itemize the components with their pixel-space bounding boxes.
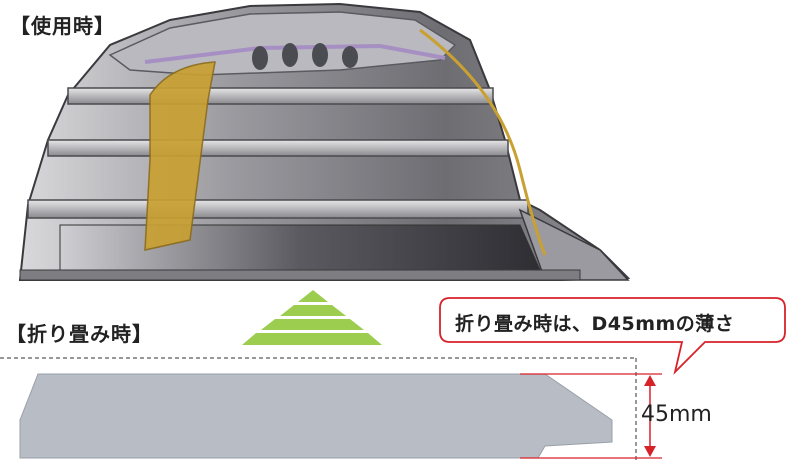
helmet-base [19,269,581,281]
label-in-use: 【使用時】 [10,14,115,38]
dim-arrow-up [644,375,656,386]
label-folded: 【折り畳み時】 [6,322,153,346]
helmet-interior [59,224,541,271]
dimension-label: 45mm [641,402,712,427]
helmet-folded [19,373,613,459]
callout-text: 折り畳み時は、D45mmの薄さ [455,313,735,335]
helmet-brim [518,208,630,281]
helmet-strap-side [419,28,547,256]
fold-arrow [242,290,382,345]
helmet-band-2 [47,139,509,157]
callout-bubble [439,297,786,375]
helmet-in-use [18,2,631,281]
helmet-band-1 [67,87,494,105]
dim-arrow-down [644,446,656,457]
helmet-strap-front [144,61,216,251]
helmet-vents [252,43,358,70]
helmet-band-3 [27,199,529,219]
